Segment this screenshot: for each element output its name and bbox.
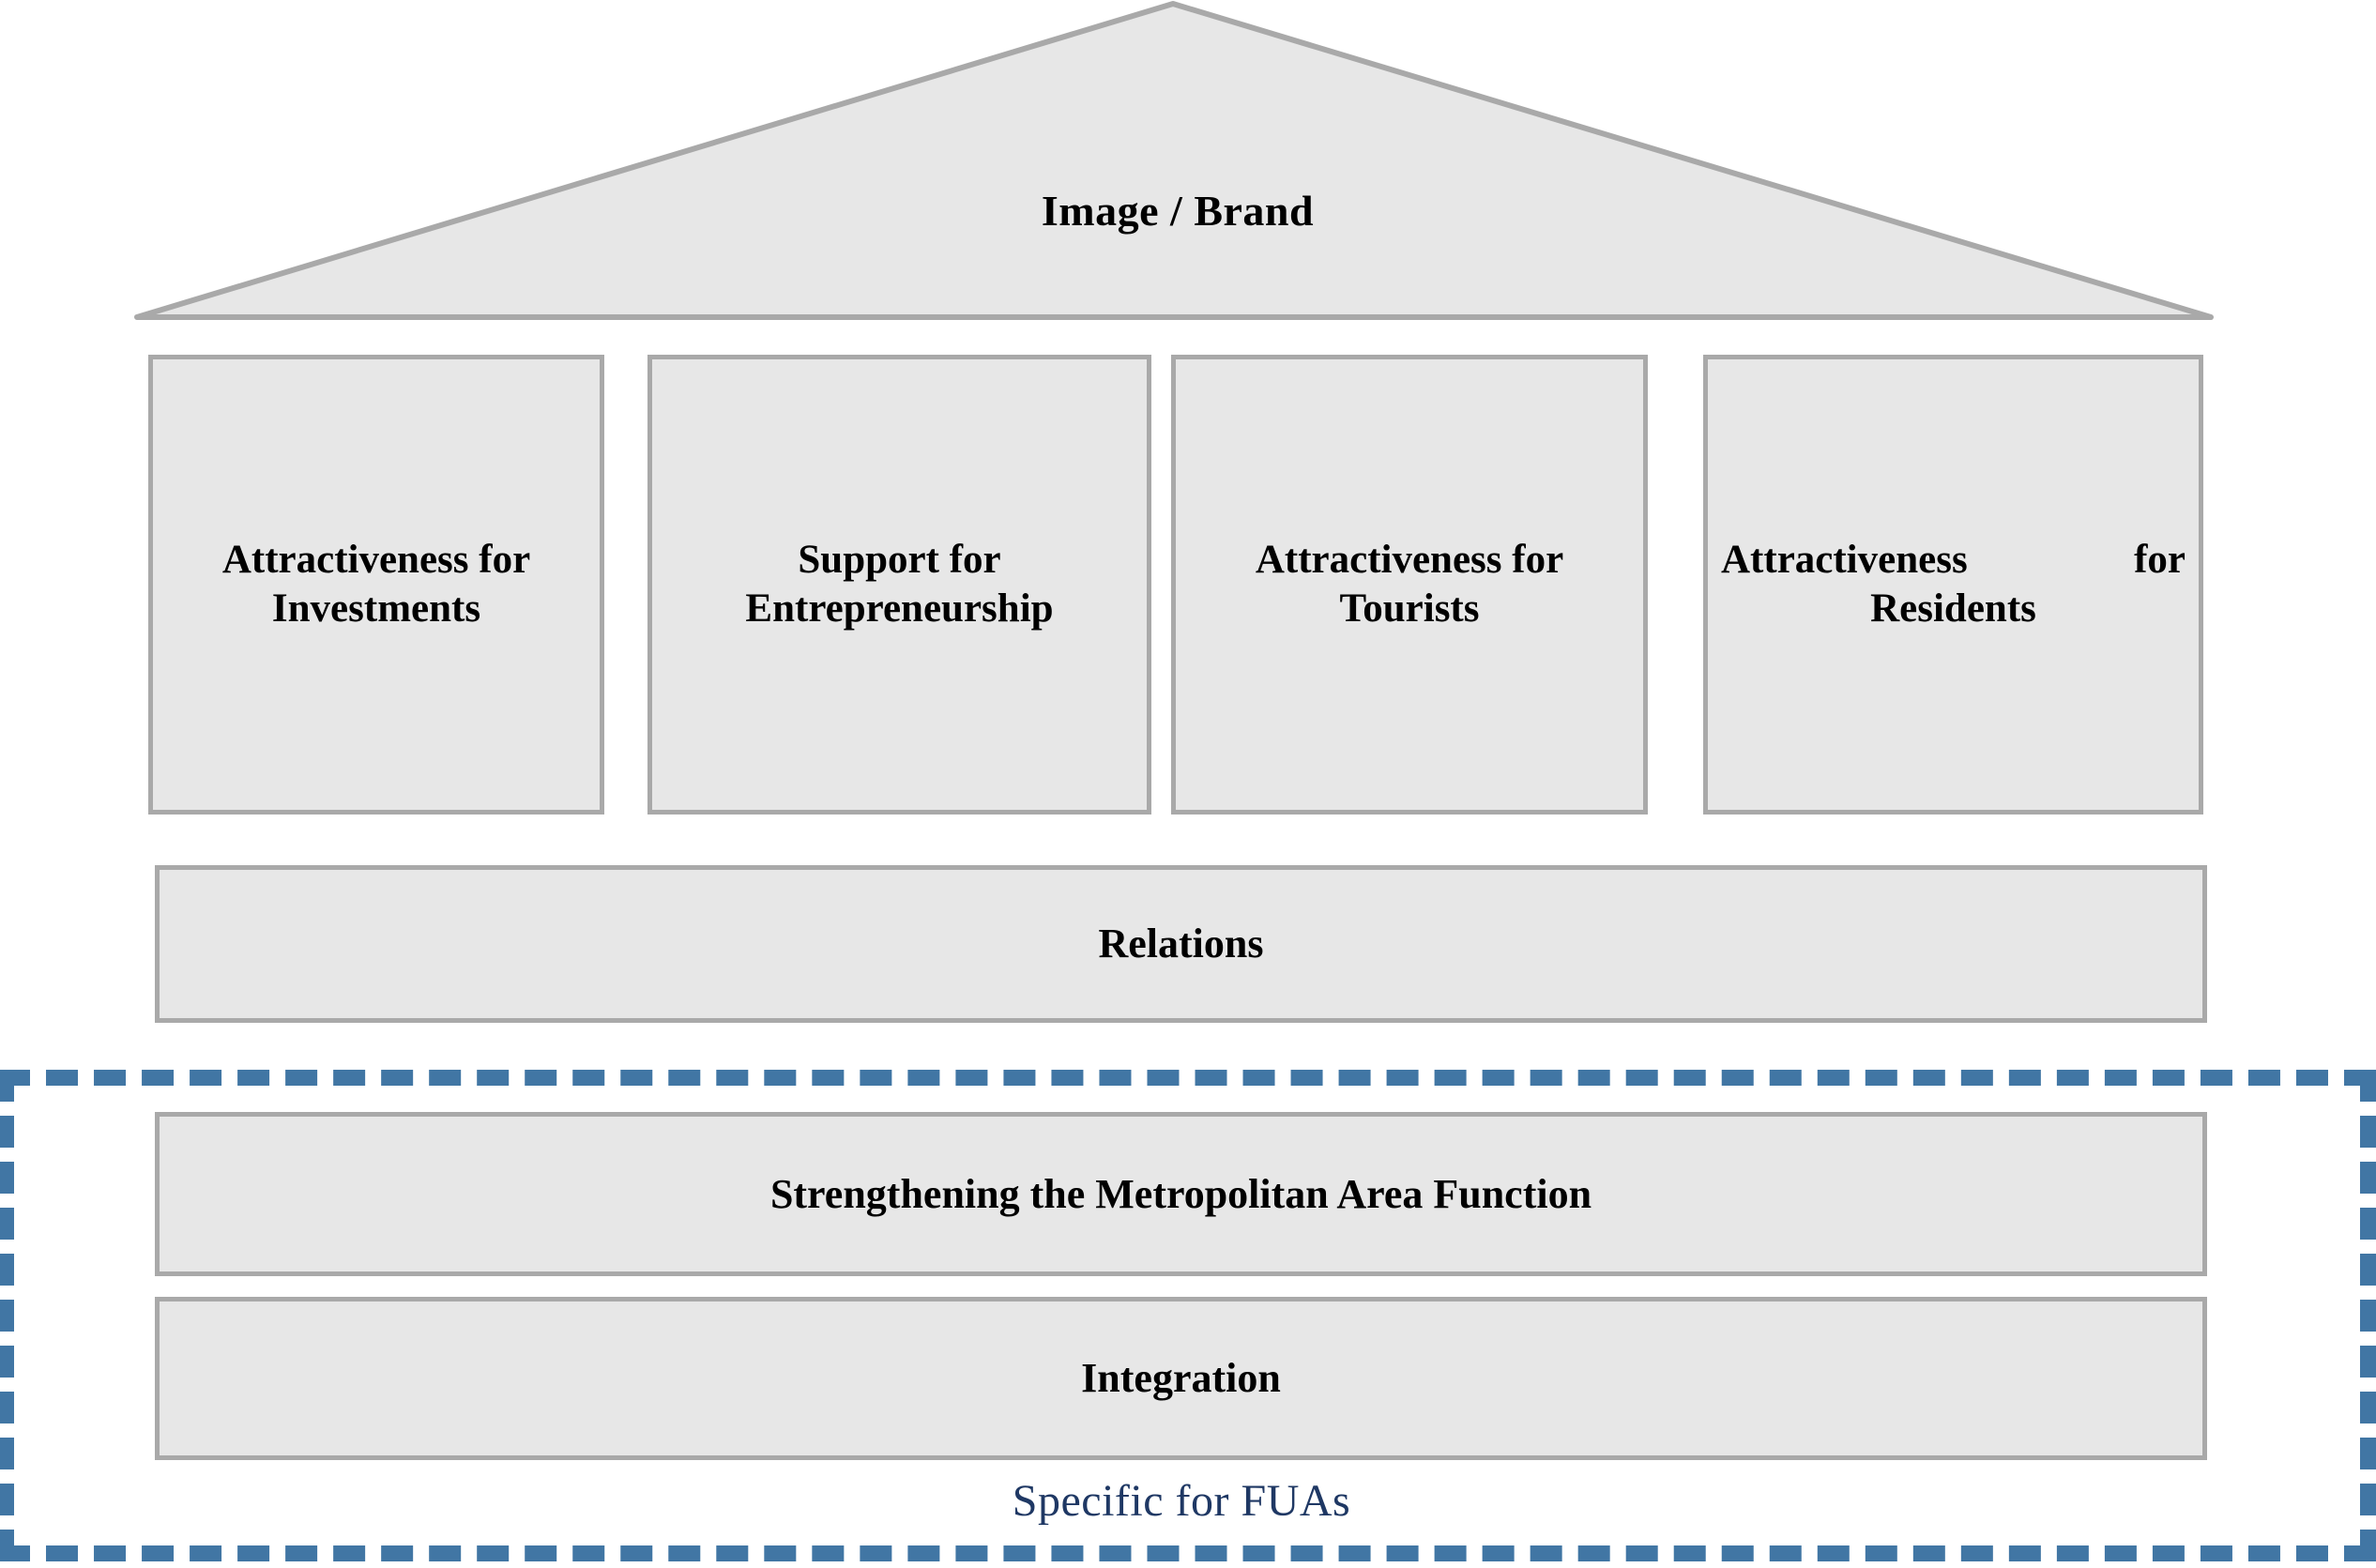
bar-label: Strengthening the Metropolitan Area Func… bbox=[769, 1170, 1592, 1217]
bar-strengthening-metropolitan-area-function[interactable]: Strengthening the Metropolitan Area Func… bbox=[155, 1112, 2207, 1276]
roof-triangle-icon bbox=[134, 1, 2214, 320]
pillar-label: Support for Entrepreneurship bbox=[745, 537, 1054, 631]
pillar-attractiveness-for-residents[interactable]: Attractiveness for Residents bbox=[1703, 355, 2203, 814]
fua-caption: Specific for FUAs bbox=[1012, 1476, 1351, 1526]
pillar-attractiveness-for-investments[interactable]: Attractiveness for Investments bbox=[148, 355, 604, 814]
bar-integration[interactable]: Integration bbox=[155, 1297, 2207, 1460]
pillar-label: Attractiveness for Residents bbox=[1721, 537, 2186, 631]
pillar-label: Attractiveness for Tourists bbox=[1255, 537, 1564, 631]
bar-label: Relations bbox=[1098, 921, 1264, 967]
pillar-support-for-entrepreneurship[interactable]: Support for Entrepreneurship bbox=[647, 355, 1151, 814]
bar-label: Integration bbox=[1081, 1355, 1281, 1402]
roof-label: Image / Brand bbox=[1041, 187, 1315, 235]
bar-relations[interactable]: Relations bbox=[155, 865, 2207, 1023]
roof-shape: Image / Brand bbox=[0, 0, 2376, 328]
pillar-attractiveness-for-tourists[interactable]: Attractiveness for Tourists bbox=[1171, 355, 1648, 814]
pillar-label: Attractiveness for Investments bbox=[221, 537, 531, 631]
